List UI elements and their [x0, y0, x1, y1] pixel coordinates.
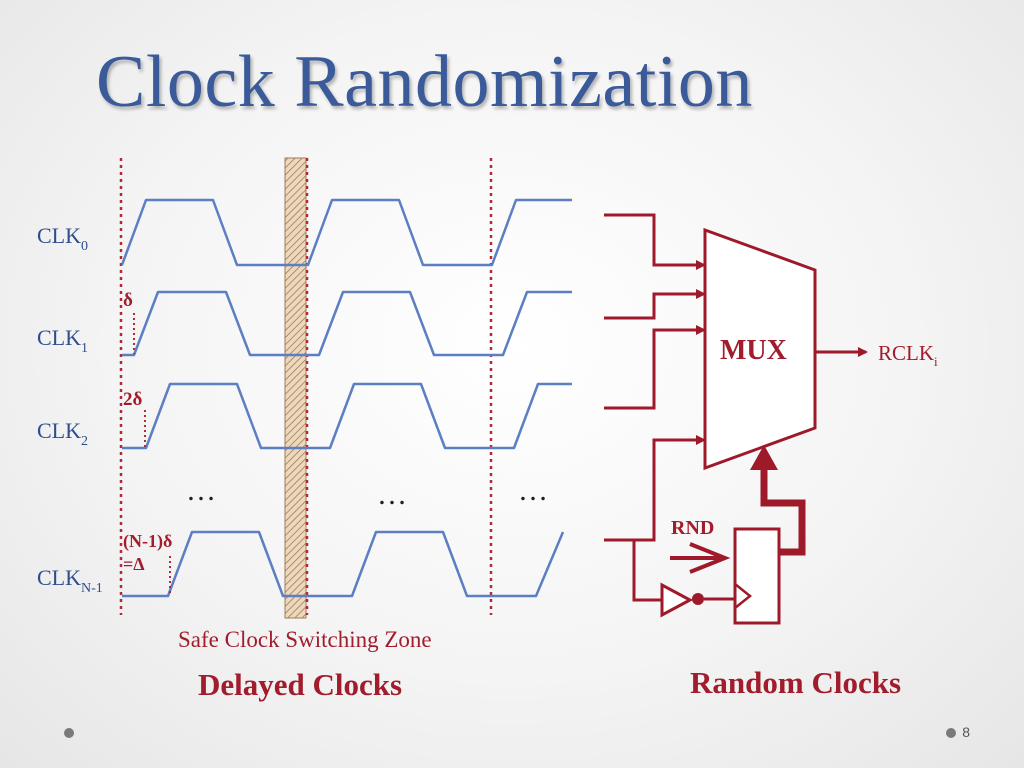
clk2-waveform — [122, 382, 572, 450]
random-clocks-caption: Random Clocks — [690, 665, 901, 700]
clk2-label: CLK2 — [37, 418, 88, 449]
mux-select-line — [760, 462, 806, 556]
slide-title: Clock Randomization — [96, 41, 753, 123]
inverter-bubble — [692, 593, 704, 605]
flip-flop-register — [733, 527, 781, 625]
rnd-label: RND — [671, 517, 714, 539]
clk1-waveform — [122, 290, 572, 357]
mux-input-wire-2 — [604, 325, 706, 410]
page-number: 8 — [962, 724, 970, 740]
delta-2-label: 2δ — [123, 389, 143, 410]
safe-switching-zone — [284, 157, 307, 619]
clk0-label: CLK0 — [37, 223, 88, 254]
ellipsis-middle: … — [377, 478, 409, 511]
feedback-wire — [632, 540, 662, 602]
inverter-gate — [660, 582, 694, 618]
delta-n-label: (N-1)δ — [123, 531, 172, 552]
mux-input-wire-3 — [604, 435, 706, 542]
mux-select-arrowhead — [750, 445, 778, 470]
delta-n-equals-label: =Δ — [123, 554, 145, 574]
safe-zone-label: Safe Clock Switching Zone — [178, 627, 432, 652]
mux-label: MUX — [720, 335, 787, 366]
ellipsis-right: … — [518, 474, 550, 507]
mux-input-wire-0 — [604, 213, 706, 270]
clk1-label: CLK1 — [37, 325, 88, 356]
ellipsis-left: … — [186, 474, 218, 507]
footer-dot-left — [64, 728, 74, 738]
clkn1-label: CLKN-1 — [37, 565, 103, 596]
mux-input-wire-1 — [604, 289, 706, 320]
flip-flop-clock-input — [734, 583, 753, 609]
rclk-output-label: RCLKi — [878, 341, 938, 369]
delta-1-label: δ — [123, 290, 133, 311]
delayed-clocks-caption: Delayed Clocks — [198, 667, 402, 702]
mux-block — [703, 227, 817, 471]
clk0-waveform — [120, 198, 572, 267]
footer-dot-right — [946, 728, 956, 738]
clkn1-waveform — [122, 530, 565, 598]
